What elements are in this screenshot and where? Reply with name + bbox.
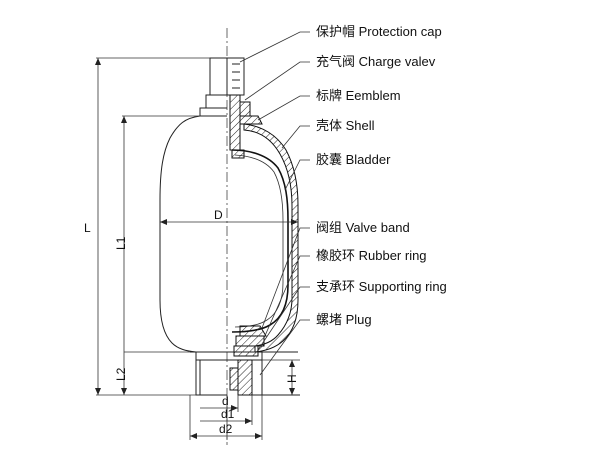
dim-D: D <box>160 208 298 225</box>
dim-d-label: d <box>222 394 229 408</box>
left-silhouette <box>159 57 227 396</box>
dim-H: H <box>262 359 300 395</box>
dim-L1-label: L1 <box>114 236 128 250</box>
dim-L-label: L <box>84 221 91 235</box>
dim-H-label: H <box>285 374 299 383</box>
label-plug: 螺堵 Plug <box>316 312 372 327</box>
label-charge-valve: 充气阀 Charge valev <box>316 54 436 69</box>
label-protection-cap: 保护帽 Protection cap <box>316 24 442 39</box>
dim-L1: L1 <box>114 115 200 395</box>
dim-d2: d2 <box>189 395 263 440</box>
label-shell: 壳体 Shell <box>316 118 375 133</box>
label-rubber-ring: 橡胶环 Rubber ring <box>316 248 427 263</box>
label-valve-band: 阀组 Valve band <box>316 220 410 235</box>
right-section <box>226 57 300 396</box>
dim-d1: d1 <box>200 395 253 425</box>
dim-L: L <box>84 57 210 396</box>
dim-L2: L2 <box>114 351 190 381</box>
dim-d: d <box>200 394 239 440</box>
label-bladder: 胶囊 Bladder <box>316 152 391 167</box>
dim-D-label: D <box>214 208 223 222</box>
dim-d2-label: d2 <box>219 422 233 436</box>
dim-L2-label: L2 <box>114 367 128 381</box>
label-supporting-ring: 支承环 Supporting ring <box>316 279 447 294</box>
callouts: 保护帽 Protection cap 充气阀 Charge valev 标牌 E… <box>239 24 447 376</box>
label-emblem: 标牌 Eemblem <box>316 88 401 103</box>
dim-d1-label: d1 <box>221 407 235 421</box>
